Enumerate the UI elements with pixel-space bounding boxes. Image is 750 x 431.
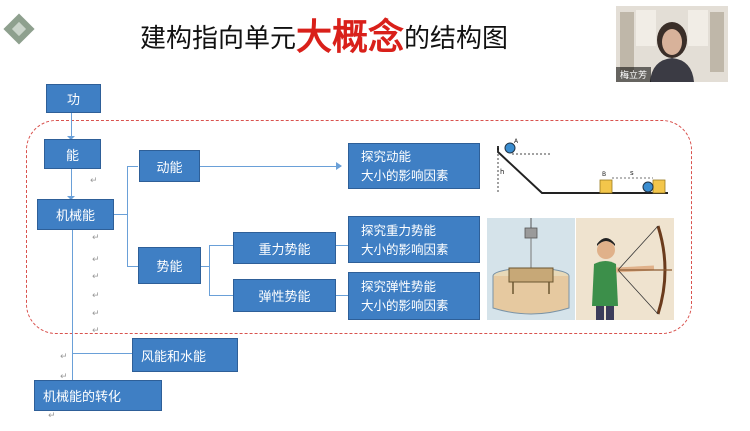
box-shineng: 势能	[138, 247, 201, 284]
explore-line1: 探究动能	[361, 149, 412, 164]
explore-line2: 大小的影响因素	[361, 298, 449, 313]
ramp-experiment-image: A h B s	[497, 138, 668, 194]
connector-line	[336, 295, 348, 296]
slide-title: 建构指向单元大概念的结构图	[140, 16, 508, 60]
box-neng: 能	[44, 139, 101, 169]
box-tanxingshineng: 弹性势能	[233, 279, 336, 312]
svg-text:s: s	[630, 169, 634, 177]
connector-line	[71, 169, 72, 199]
box-dongneng: 动能	[139, 150, 200, 182]
paragraph-mark: ↵	[92, 291, 100, 301]
connector-line	[71, 113, 72, 139]
title-part2: 的结构图	[404, 24, 509, 54]
connector-line	[201, 266, 209, 267]
title-part1: 建构指向单元	[140, 24, 297, 54]
paragraph-mark: ↵	[92, 326, 100, 336]
connector-line	[72, 353, 132, 354]
connector-line	[127, 266, 138, 267]
svg-text:B: B	[602, 171, 606, 178]
paragraph-mark: ↵	[90, 176, 98, 186]
box-zhuanhua: 机械能的转化	[34, 380, 162, 411]
box-jixieneng: 机械能	[37, 199, 114, 230]
box-gong: 功	[46, 84, 101, 113]
connector-line	[209, 245, 210, 295]
paragraph-mark: ↵	[60, 352, 68, 362]
paragraph-mark: ↵	[60, 372, 68, 382]
gravity-experiment-image	[487, 218, 575, 320]
svg-text:h: h	[500, 168, 504, 176]
participant-name: 梅立芳	[616, 67, 652, 82]
connector-line	[72, 230, 73, 380]
paragraph-mark: ↵	[92, 255, 100, 265]
connector-line	[209, 245, 233, 246]
connector-line	[127, 166, 138, 167]
connector-line	[209, 295, 233, 296]
archer-experiment-image	[576, 218, 674, 320]
explore-line2: 大小的影响因素	[361, 241, 449, 257]
box-zhonglishineng: 重力势能	[233, 232, 336, 264]
paragraph-mark: ↵	[92, 272, 100, 282]
paragraph-mark: ↵	[92, 309, 100, 319]
box-fengneng: 风能和水能	[132, 338, 238, 372]
explore-line1: 探究重力势能	[361, 222, 437, 238]
explore-line2: 大小的影响因素	[361, 168, 449, 183]
explore-dongneng-box: 探究动能 大小的影响因素	[348, 143, 480, 189]
svg-text:A: A	[514, 138, 519, 145]
paragraph-mark: ↵	[48, 411, 56, 421]
connector-line	[113, 214, 127, 215]
connector-line	[336, 245, 348, 246]
explore-line1: 探究弹性势能	[361, 279, 437, 294]
title-highlight: 大概念	[296, 17, 405, 58]
paragraph-mark: ↵	[92, 233, 100, 243]
connector-line	[127, 166, 128, 266]
video-feed[interactable]: 梅立芳	[616, 6, 728, 82]
concept-dashed-region	[26, 120, 692, 334]
connector-line	[199, 166, 341, 167]
explore-tanxing-box: 探究弹性势能 大小的影响因素	[348, 272, 480, 320]
explore-zhongli-box: 探究重力势能 大小的影响因素	[348, 216, 480, 263]
